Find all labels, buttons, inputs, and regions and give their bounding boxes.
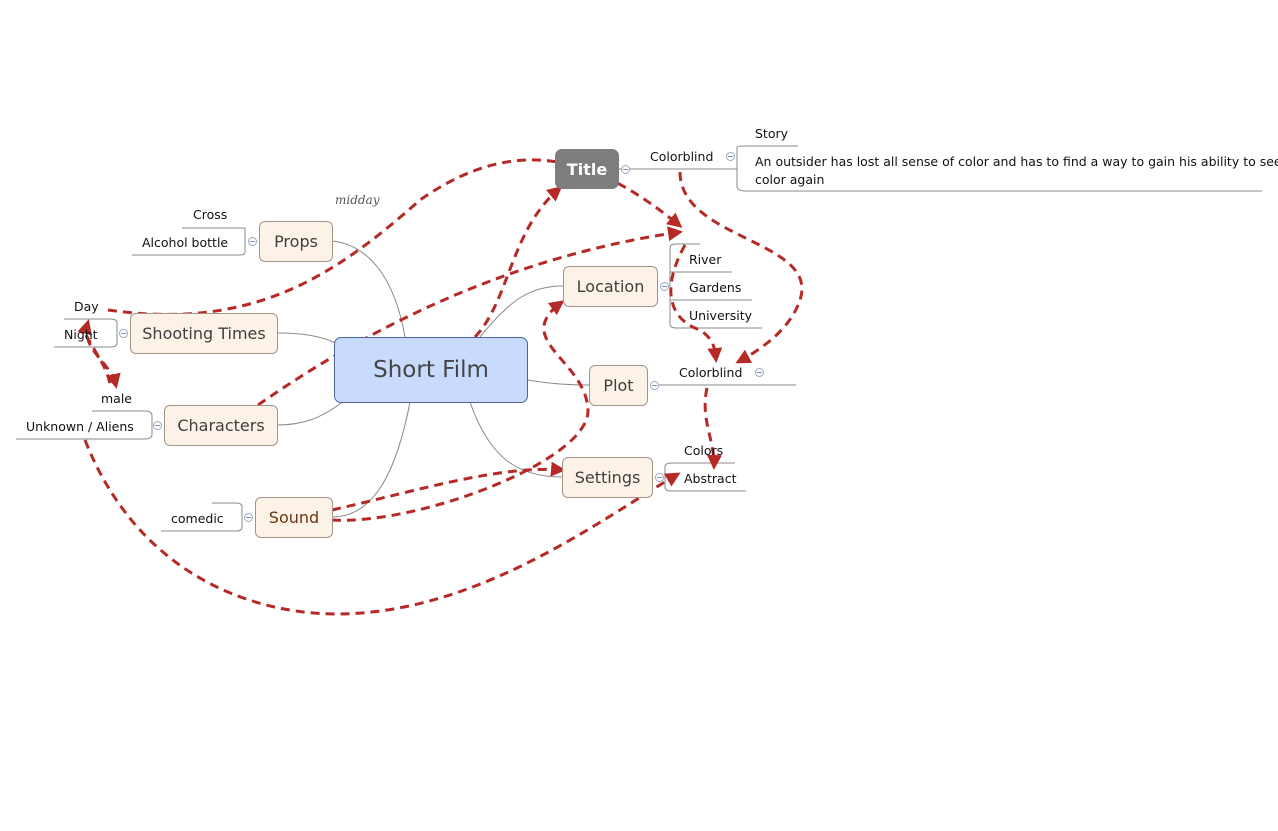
collapse-icon[interactable]	[650, 381, 659, 390]
subtopic-comedic[interactable]: comedic	[171, 511, 224, 526]
collapse-icon[interactable]	[726, 152, 735, 161]
collapse-icon[interactable]	[655, 473, 664, 482]
central-topic[interactable]: Short Film	[334, 337, 528, 403]
topic-plot[interactable]: Plot	[589, 365, 648, 406]
topic-props[interactable]: Props	[259, 221, 333, 262]
subtopic-night[interactable]: Night	[64, 327, 98, 342]
topic-location[interactable]: Location	[563, 266, 658, 307]
title-colorblind[interactable]: Colorblind	[650, 149, 714, 164]
relationship-sound-to-settings	[331, 461, 566, 512]
subtopic-unknown-aliens[interactable]: Unknown / Aliens	[26, 419, 134, 434]
story-text-line2[interactable]: color again	[755, 172, 825, 187]
subtopic-cross[interactable]: Cross	[193, 207, 228, 222]
topic-characters[interactable]: Characters	[164, 405, 278, 446]
collapse-icon[interactable]	[660, 282, 669, 291]
collapse-icon[interactable]	[755, 368, 764, 377]
relationship-colorblind-to-plot	[678, 171, 804, 364]
collapse-icon[interactable]	[119, 329, 128, 338]
collapse-icon[interactable]	[153, 421, 162, 430]
subtopic-gardens[interactable]: Gardens	[689, 280, 742, 295]
subtopic-plot-colorblind[interactable]: Colorblind	[679, 365, 743, 380]
topic-shooting-times[interactable]: Shooting Times	[130, 313, 278, 354]
topic-settings[interactable]: Settings	[562, 457, 653, 498]
relationship-sound-to-location	[331, 300, 590, 522]
topic-sound[interactable]: Sound	[255, 497, 333, 538]
relationship-location-to-plot	[669, 244, 723, 363]
collapse-icon[interactable]	[621, 165, 630, 174]
relationship-day-male-b	[84, 334, 112, 386]
relationship-central-to-title	[473, 186, 563, 339]
subtopic-river[interactable]: River	[689, 252, 722, 267]
subtopic-university[interactable]: University	[689, 308, 753, 323]
subtopic-alcohol-bottle[interactable]: Alcohol bottle	[142, 235, 229, 250]
title-node[interactable]: Title	[555, 149, 619, 189]
story-label[interactable]: Story	[755, 126, 789, 141]
collapse-icon[interactable]	[248, 237, 257, 246]
relationship-label: midday	[335, 193, 380, 207]
subtopic-abstract[interactable]: Abstract	[684, 471, 737, 486]
subtopic-male[interactable]: male	[101, 391, 132, 406]
relationship-characters-to-location	[257, 226, 683, 407]
story-text-line1[interactable]: An outsider has lost all sense of color …	[755, 154, 1278, 169]
relationship-aliens-to-abstract	[83, 439, 681, 616]
collapse-icon[interactable]	[244, 513, 253, 522]
subtopic-day[interactable]: Day	[74, 299, 99, 314]
relationship-lines	[77, 158, 804, 616]
subtopic-colors[interactable]: Colors	[684, 443, 724, 458]
